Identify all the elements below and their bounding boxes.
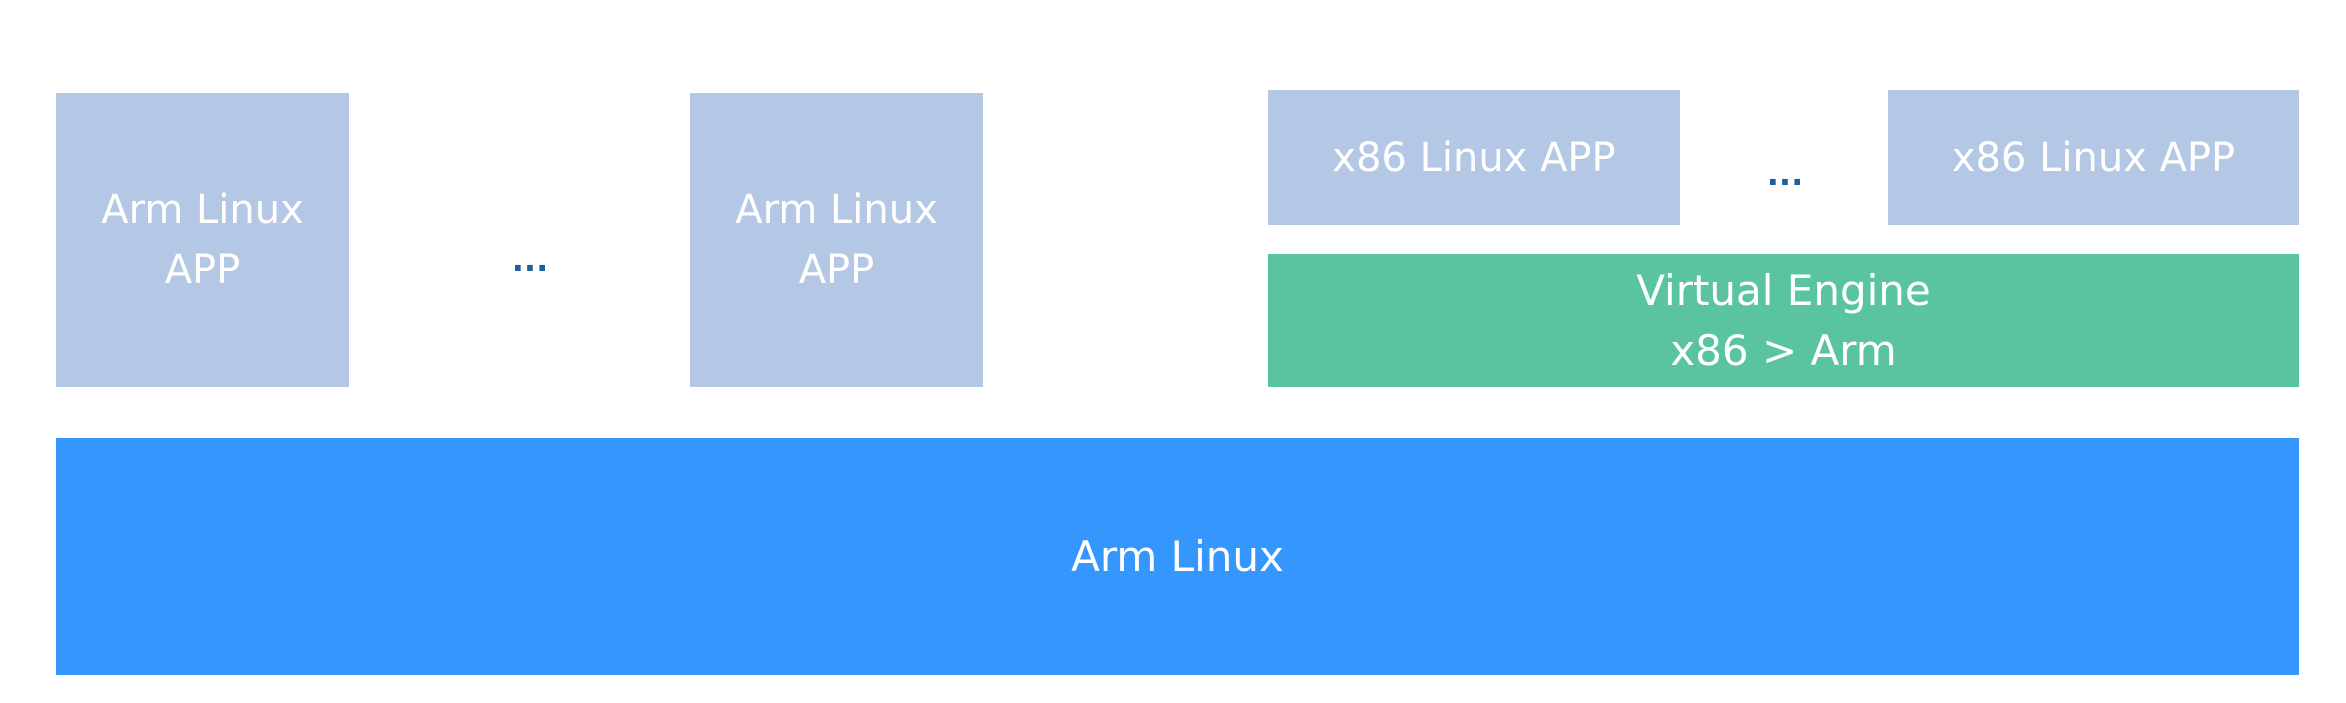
x86-linux-app-box-2: x86 Linux APP [1888, 90, 2299, 225]
x86-app-2-label: x86 Linux APP [1951, 134, 2236, 181]
x86-linux-app-box-1: x86 Linux APP [1268, 90, 1680, 225]
os-layer-label: Arm Linux [1071, 532, 1284, 581]
arm-app-1-line1: Arm Linux [101, 187, 304, 233]
arm-app-2-line1: Arm Linux [735, 187, 938, 233]
x86-apps-ellipsis: ... [1766, 155, 1804, 193]
virtual-engine-title: Virtual Engine [1636, 265, 1931, 315]
arm-apps-ellipsis: ... [511, 241, 549, 279]
arm-linux-app-box-2: Arm Linux APP [690, 93, 983, 387]
virtual-engine-subtitle: x86 > Arm [1670, 325, 1897, 375]
x86-app-1-label: x86 Linux APP [1332, 134, 1616, 181]
arm-app-2-line2: APP [798, 247, 875, 293]
virtual-engine-box: Virtual Engine x86 > Arm [1268, 254, 2299, 387]
arm-app-1-line2: APP [164, 247, 241, 293]
arm-linux-os-layer: Arm Linux [56, 438, 2299, 675]
arm-linux-app-box-1: Arm Linux APP [56, 93, 349, 387]
